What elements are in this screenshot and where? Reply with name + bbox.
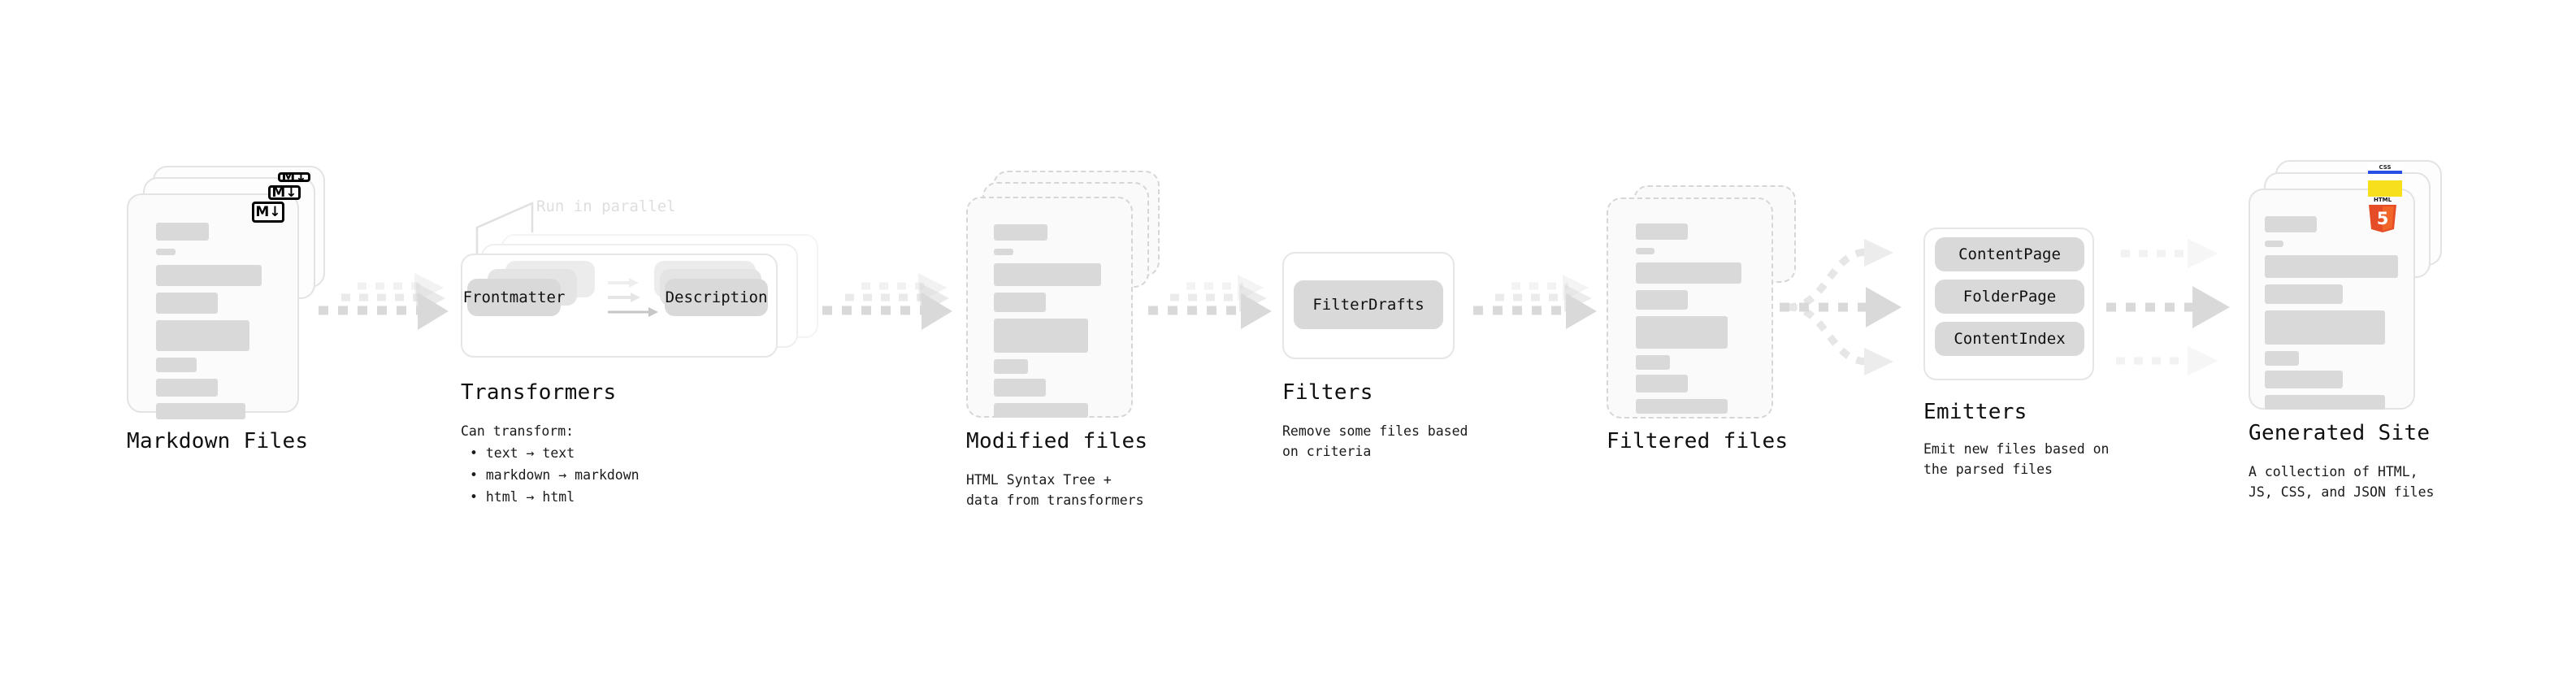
css3-badge-label: CSS [2379, 164, 2392, 171]
arrow-emitters-to-site [2106, 229, 2257, 384]
generated-site-title: Generated Site [2249, 421, 2431, 445]
arrow-transformers-to-modified [813, 268, 959, 341]
markdown-badge-back: M↓ [278, 172, 310, 182]
transformer-chip-description[interactable]: Description [665, 279, 768, 316]
generated-site-subtitle: A collection of HTML, JS, CSS, and JSON … [2249, 464, 2435, 500]
transformers-bullet-3: • html → html [470, 489, 575, 505]
transformers-title: Transformers [461, 380, 617, 405]
emitter-chip-contentpage[interactable]: ContentPage [1935, 237, 2084, 271]
arrow-markdown-to-transformers [309, 268, 455, 341]
markdown-badge-label: M↓ [255, 203, 281, 220]
markdown-badge-mid: M↓ [268, 185, 301, 200]
arrow-modified-to-filters [1142, 268, 1280, 341]
modified-files-subtitle: HTML Syntax Tree + data from transformer… [966, 472, 1144, 508]
filters-subtitle: Remove some files based on criteria [1282, 423, 1468, 459]
markdown-files-title: Markdown Files [127, 429, 309, 453]
run-in-parallel-bracket [475, 202, 534, 254]
emitters-title: Emitters [1923, 400, 2027, 424]
emitter-chip-contentpage-label: ContentPage [1958, 245, 2061, 263]
transformer-inner-arrows [608, 278, 658, 317]
svg-text:HTML: HTML [2374, 197, 2392, 203]
transformers-bullet-1: • text → text [470, 445, 575, 461]
emitter-chip-folderpage-label: FolderPage [1962, 288, 2057, 306]
transformer-chip-description-label: Description [665, 288, 768, 306]
svg-text:5: 5 [2377, 209, 2389, 228]
emitter-chip-contentindex[interactable]: ContentIndex [1935, 322, 2084, 356]
transformer-chip-frontmatter[interactable]: Frontmatter [463, 279, 565, 316]
run-in-parallel-label: Run in parallel [536, 197, 676, 215]
transformers-subtitle: Can transform: [461, 423, 575, 439]
css3-badge: CSS [2368, 163, 2402, 174]
transformer-chip-frontmatter-label: Frontmatter [462, 288, 566, 306]
filter-chip-filterdrafts[interactable]: FilterDrafts [1294, 280, 1443, 329]
markdown-card-front [127, 193, 299, 419]
filtered-files-title: Filtered files [1607, 429, 1789, 453]
css3-badge-bar [2368, 171, 2402, 174]
filters-title: Filters [1282, 380, 1373, 405]
filtered-card-front [1607, 197, 1773, 419]
emitter-chip-contentindex-label: ContentIndex [1954, 330, 2066, 348]
emitters-subtitle: Emit new files based on the parsed files [1923, 441, 2110, 477]
markdown-badge: M↓ [252, 202, 284, 223]
html5-badge: HTML 5 [2365, 195, 2400, 234]
modified-files-title: Modified files [966, 429, 1148, 453]
transformers-bullet-2: • markdown → markdown [470, 467, 640, 483]
filter-chip-filterdrafts-label: FilterDrafts [1312, 296, 1425, 314]
arrow-filters-to-filtered [1467, 268, 1605, 341]
javascript-badge [2368, 180, 2402, 197]
modified-card-front [966, 197, 1133, 418]
arrow-filtered-to-emitters [1780, 229, 1922, 384]
emitter-chip-folderpage[interactable]: FolderPage [1935, 280, 2084, 314]
